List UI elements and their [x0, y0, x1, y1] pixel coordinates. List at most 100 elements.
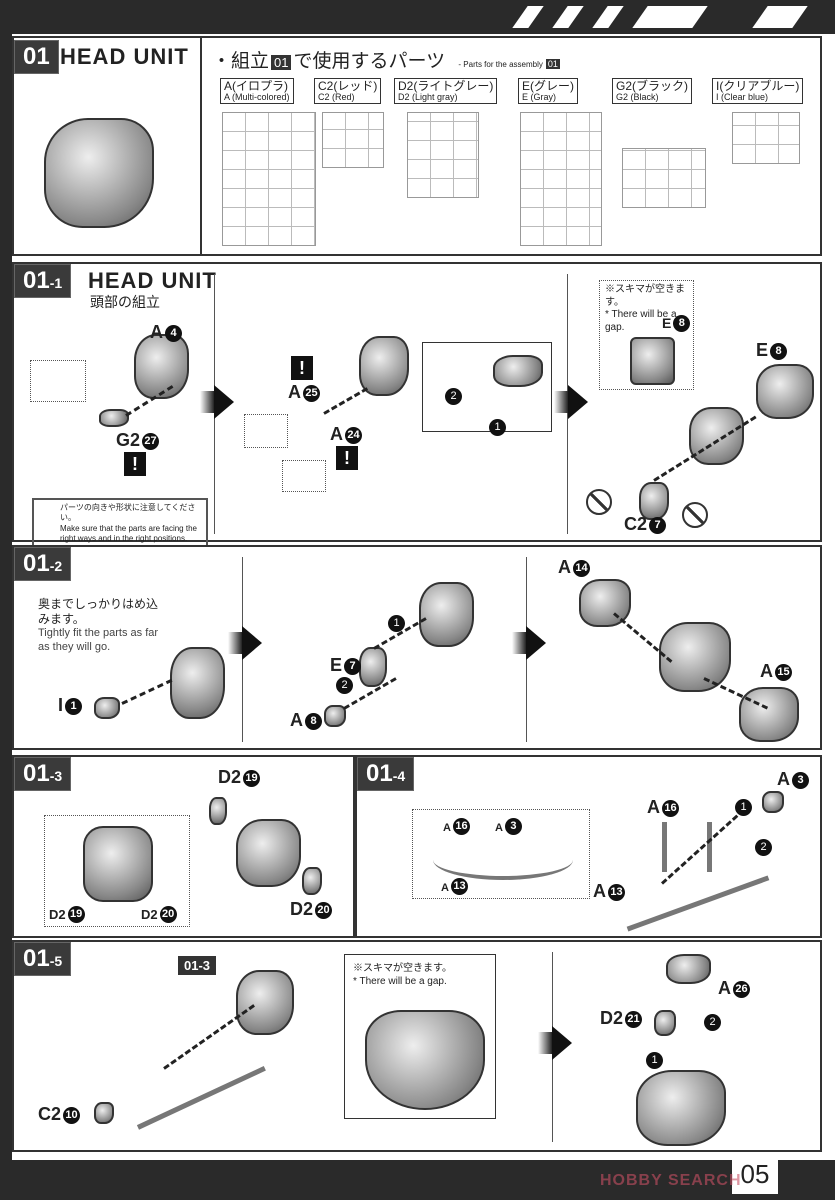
tag-sub: -1	[49, 275, 63, 291]
order-number: 2	[336, 677, 353, 694]
runner-en: A (Multi-colored)	[224, 91, 290, 102]
part-number: 3	[792, 772, 809, 789]
part-number: 16	[452, 818, 470, 835]
part-number: 21	[625, 1011, 643, 1028]
part-number: 20	[315, 902, 333, 919]
runner-en: D2 (Light gray)	[398, 91, 458, 102]
runner-c2-image	[322, 112, 384, 168]
warning-icon: !	[124, 452, 146, 476]
step-ref-tag: 01	[545, 59, 560, 69]
head-core-part	[689, 407, 744, 465]
watermark: HOBBY SEARCH	[600, 1172, 742, 1189]
parts-heading-en: - Parts for the assembly	[458, 60, 543, 69]
runner-i-label: I(クリアブルー)I (Clear blue)	[712, 78, 804, 105]
prohibited-icon	[586, 489, 612, 515]
assembly-arrow	[121, 678, 173, 705]
page-number: 05	[732, 1154, 778, 1194]
part-letter: A	[718, 978, 731, 998]
part-letter: G2	[116, 430, 141, 450]
part-letter: E	[330, 655, 343, 675]
step-tag: 01-4	[357, 757, 415, 791]
part-letter: A	[760, 661, 773, 681]
part-number: 24	[345, 427, 362, 444]
part-letter: D2	[49, 907, 66, 922]
tag-main: 01	[23, 760, 50, 787]
part-number: 16	[662, 800, 679, 817]
part-number: 26	[733, 981, 750, 998]
side-part	[302, 867, 322, 895]
part-letter: A	[558, 557, 571, 577]
next-arrow-icon	[568, 385, 588, 419]
next-arrow-tail	[200, 391, 214, 413]
part-letter: E	[756, 340, 769, 360]
part-letter: A	[777, 769, 790, 789]
parts-heading-jp2: で使用するパーツ	[293, 51, 446, 72]
small-part	[94, 1102, 114, 1124]
side-part	[359, 647, 387, 687]
gap-note: ※スキマが空きます。* There will be a gap.	[605, 284, 693, 334]
runner-c2-label: C2(レッド)C2 (Red)	[314, 78, 382, 105]
next-arrow-icon	[242, 626, 262, 660]
caution-en: Make sure that the parts are facing the …	[60, 523, 197, 544]
runner-a-image	[222, 112, 316, 246]
side-part	[209, 797, 227, 825]
detail-callout: 2 1	[422, 342, 552, 436]
gap-jp: ※スキマが空きます。	[353, 963, 452, 974]
head-assembly	[236, 970, 294, 1035]
runner-jp: D2(ライトグレー)	[398, 79, 494, 93]
order-number: 1	[735, 799, 752, 816]
head-core-part	[134, 334, 189, 399]
tag-main: 01	[23, 945, 50, 972]
part-letter: I	[58, 695, 64, 715]
part-number: 8	[305, 713, 322, 730]
band-stripe	[632, 6, 708, 28]
part-letter: A	[290, 710, 303, 730]
order-number: 1	[489, 419, 506, 436]
part-letter: D2	[600, 1008, 624, 1028]
step-tag: 01	[14, 40, 59, 74]
order-number: 2	[445, 388, 462, 405]
step-01-header-panel: 01 HEAD UNIT	[12, 36, 202, 256]
part-number: 8	[770, 343, 788, 360]
runner-jp: G2(ブラック)	[616, 79, 689, 93]
antenna-part	[662, 822, 712, 872]
part-detail	[493, 355, 543, 387]
gap-en: * There will be a gap.	[353, 975, 447, 987]
parts-heading-jp: ・組立	[212, 51, 270, 72]
bottom-decorative-band	[0, 1160, 835, 1200]
left-decorative-band	[0, 0, 12, 1200]
head-core-part	[359, 336, 409, 396]
assembly-arrow	[323, 387, 369, 415]
part-number: 3	[504, 818, 522, 835]
helmet-back-part	[739, 687, 799, 742]
head-front-view	[83, 826, 153, 902]
order-number: 1	[388, 615, 405, 632]
part-number: 13	[608, 884, 625, 901]
head-top-part	[756, 364, 814, 419]
tag-sub: -4	[392, 768, 406, 784]
step-ref-tag: 01	[271, 55, 292, 70]
small-part	[762, 791, 784, 813]
part-number: 7	[344, 658, 362, 675]
part-number: 8	[673, 315, 691, 332]
step-title: HEAD UNIT	[88, 268, 217, 293]
part-letter: A	[443, 822, 451, 834]
gap-detail-image	[365, 1010, 485, 1110]
part-letter: A	[330, 424, 343, 444]
